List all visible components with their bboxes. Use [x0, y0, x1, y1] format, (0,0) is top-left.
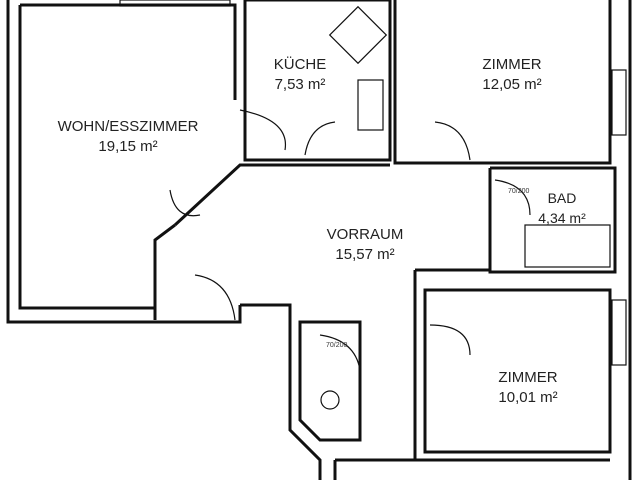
door-swing-room-bottom: [429, 324, 471, 356]
wall-hall-left: [240, 303, 322, 480]
room-name: BAD: [547, 190, 577, 206]
window-top: [119, 0, 231, 7]
door-label-bath: 70/200: [508, 188, 530, 195]
wall-room-top-right: [393, 0, 612, 165]
room-label-room-bottom: ZIMMER 10,01 m²: [498, 368, 557, 408]
wall-bath: [488, 166, 617, 274]
wall-kitchen: [243, 0, 392, 162]
door-swing-bath: [494, 179, 531, 216]
room-name: ZIMMER: [482, 56, 542, 73]
wall-hall-diagonal: [153, 163, 390, 320]
door-swing-living: [239, 109, 287, 151]
room-label-hall: VORRAUM 15,57 m²: [327, 225, 404, 265]
room-label-room-top: ZIMMER 12,05 m²: [482, 55, 541, 95]
door-swing-kitchen: [304, 121, 336, 156]
room-name: KÜCHE: [273, 56, 327, 73]
room-name: WOHN/ESSZIMMER: [57, 118, 199, 135]
stove-icon: [328, 5, 388, 65]
wall-wc: [298, 320, 362, 442]
room-area: 15,57 m²: [335, 246, 395, 263]
room-label-living: WOHN/ESSZIMMER 19,15 m²: [58, 117, 199, 157]
room-name: VORRAUM: [326, 226, 404, 243]
room-area: 12,05 m²: [482, 76, 542, 93]
room-area: 10,01 m²: [498, 389, 558, 406]
room-area: 7,53 m²: [274, 76, 326, 93]
wall-bottom: [333, 458, 610, 480]
door-swing-room: [434, 121, 471, 161]
room-name: ZIMMER: [498, 369, 558, 386]
room-area: 19,15 m²: [98, 138, 158, 155]
door-label-wc: 70/200: [326, 342, 348, 349]
window-right-2: [611, 299, 627, 366]
toilet-icon: [320, 390, 340, 410]
wall-room-bottom-right: [423, 288, 612, 454]
door-swing-diagonal: [169, 189, 201, 217]
wall-outer-left: [6, 0, 242, 324]
bathtub-icon: [524, 224, 611, 268]
door-swing-hall: [194, 274, 236, 321]
door-swing-wc: [319, 334, 361, 371]
sink-icon: [357, 79, 384, 131]
window-right-1: [611, 69, 627, 136]
room-area: 4,34 m²: [538, 210, 586, 226]
room-label-bath: BAD 4,34 m²: [538, 188, 585, 228]
wall-hall-right: [413, 268, 490, 460]
room-label-kitchen: KÜCHE 7,53 m²: [274, 55, 327, 95]
